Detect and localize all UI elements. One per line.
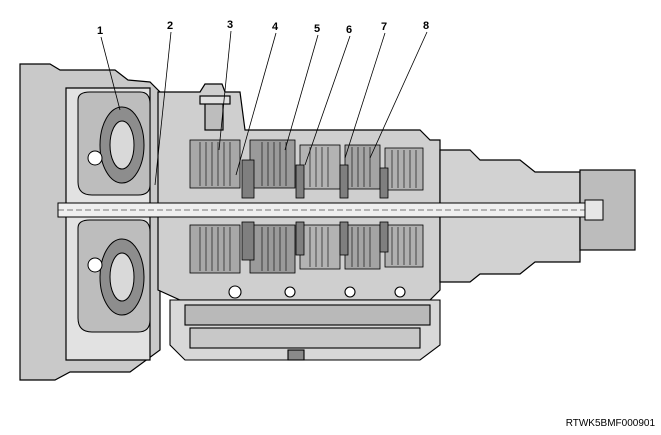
callout-7: 7 [381,21,387,33]
clutch-packs-upper [189,139,424,191]
planetary-gears [241,159,389,261]
callout-8: 8 [423,20,429,32]
callout-labels: 1 2 3 4 5 6 7 8 [97,19,429,37]
clutch-plate-stripes [199,142,417,271]
callout-leaders [100,30,428,186]
torque-converter [77,91,151,333]
callout-4: 4 [272,21,279,33]
leader-1 [100,36,121,111]
callout-1: 1 [97,25,103,37]
valve-body-oil-pan [169,285,441,361]
leader-3 [218,30,232,151]
callout-2: 2 [167,20,173,32]
leader-2 [154,31,172,186]
leader-5 [284,34,319,151]
leader-4 [235,32,277,176]
callout-5: 5 [314,23,320,35]
main-shaft [57,199,604,221]
callout-6: 6 [346,24,352,36]
leader-8 [369,31,428,159]
callout-3: 3 [227,19,233,31]
leader-7 [344,32,386,159]
figure-code: RTWK5BMF000901 [565,418,655,429]
leader-6 [304,35,351,166]
